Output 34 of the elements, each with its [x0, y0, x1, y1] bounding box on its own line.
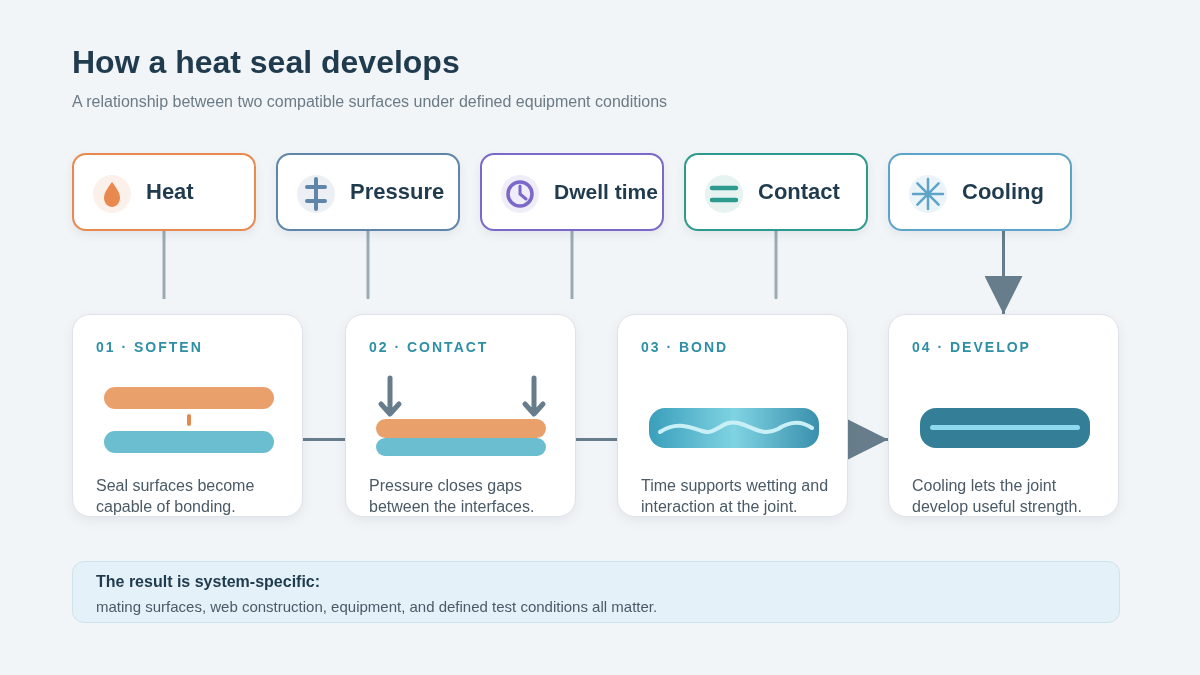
stage-description: Seal surfaces become capable of bonding.	[96, 476, 256, 517]
factor-label: Pressure	[350, 178, 445, 206]
factor-label: Cooling	[962, 178, 1044, 206]
factor-box	[480, 153, 664, 231]
title: How a heat seal develops	[72, 44, 460, 81]
stage-card	[617, 314, 848, 517]
stage-description: Time supports wetting and interaction at the joint.	[641, 476, 830, 517]
stage-card	[72, 314, 303, 517]
arrow	[984, 231, 1023, 314]
stage-card	[888, 314, 1119, 517]
stage-heading: 01 · SOFTEN	[96, 339, 203, 355]
connector-line	[576, 438, 617, 441]
stage-heading: 04 · DEVELOP	[912, 339, 1031, 355]
connector-line	[366, 231, 370, 299]
factor-label: Dwell time	[554, 179, 658, 205]
stage-heading: 02 · CONTACT	[369, 339, 489, 355]
stage-description: Cooling lets the joint develop useful strength.	[912, 476, 1083, 517]
factor-box	[72, 153, 256, 231]
connector-line	[303, 438, 345, 441]
note-box	[72, 561, 1120, 623]
factor-box	[684, 153, 868, 231]
factor-box	[888, 153, 1072, 231]
stage-card	[345, 314, 576, 517]
factor-box	[276, 153, 460, 231]
stage-description: Pressure closes gaps between the interfaces.	[369, 476, 536, 517]
connector-line	[774, 231, 778, 299]
subtitle: A relationship between two compatible surfaces under defined equipment conditions	[72, 93, 668, 111]
factor-label: Heat	[146, 178, 194, 206]
connector-line	[570, 231, 574, 299]
connector-line	[162, 231, 166, 299]
stage-heading: 03 · BOND	[641, 339, 729, 355]
note-heading: The result is system-specific:	[96, 573, 321, 591]
factor-label: Contact	[758, 178, 840, 206]
note-text: mating surfaces, web construction, equipment, and defined test conditions all matter.	[96, 598, 658, 615]
